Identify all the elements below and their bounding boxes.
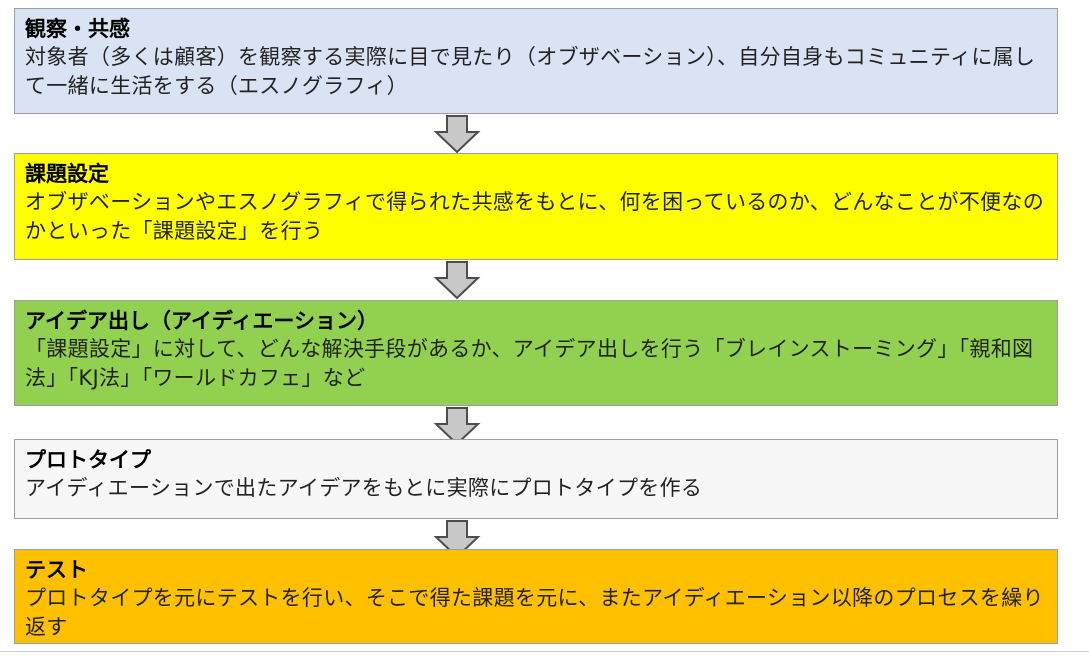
down-arrow-icon (433, 407, 481, 446)
step-title: アイデア出し（アイディエーション） (25, 309, 379, 333)
down-arrow-icon (433, 520, 481, 559)
step-problem-definition: 課題設定 オブザベーションやエスノグラフィで得られた共感をもとに、何を困っている… (14, 153, 1058, 260)
step-description: アイディエーションで出たアイデアをもとに実際にプロトタイプを作る (25, 476, 703, 500)
step-title: 観察・共感 (25, 17, 130, 41)
down-arrow-icon (433, 261, 481, 300)
step-title: プロトタイプ (25, 448, 151, 472)
down-arrow-icon (433, 115, 481, 154)
step-description: 「課題設定」に対して、どんな解決手段があるか、アイデア出しを行う「ブレインストー… (25, 337, 1034, 390)
step-description: 対象者（多くは顧客）を観察する実際に目で見たり（オブザベーション）、自分自身もコ… (25, 45, 1036, 98)
step-observation-empathy: 観察・共感 対象者（多くは顧客）を観察する実際に目で見たり（オブザベーション）、… (14, 8, 1058, 114)
step-title: テスト (25, 558, 88, 582)
bottom-divider (0, 651, 1089, 652)
step-prototype: プロトタイプ アイディエーションで出たアイデアをもとに実際にプロトタイプを作る (14, 439, 1058, 519)
step-title: 課題設定 (25, 162, 109, 186)
step-ideation: アイデア出し（アイディエーション） 「課題設定」に対して、どんな解決手段があるか… (14, 300, 1058, 406)
step-description: プロトタイプを元にテストを行い、そこで得た課題を元に、またアイディエーション以降… (25, 586, 1044, 639)
step-test: テスト プロトタイプを元にテストを行い、そこで得た課題を元に、またアイディエーシ… (14, 549, 1058, 644)
step-description: オブザベーションやエスノグラフィで得られた共感をもとに、何を困っているのか、どん… (25, 190, 1045, 243)
